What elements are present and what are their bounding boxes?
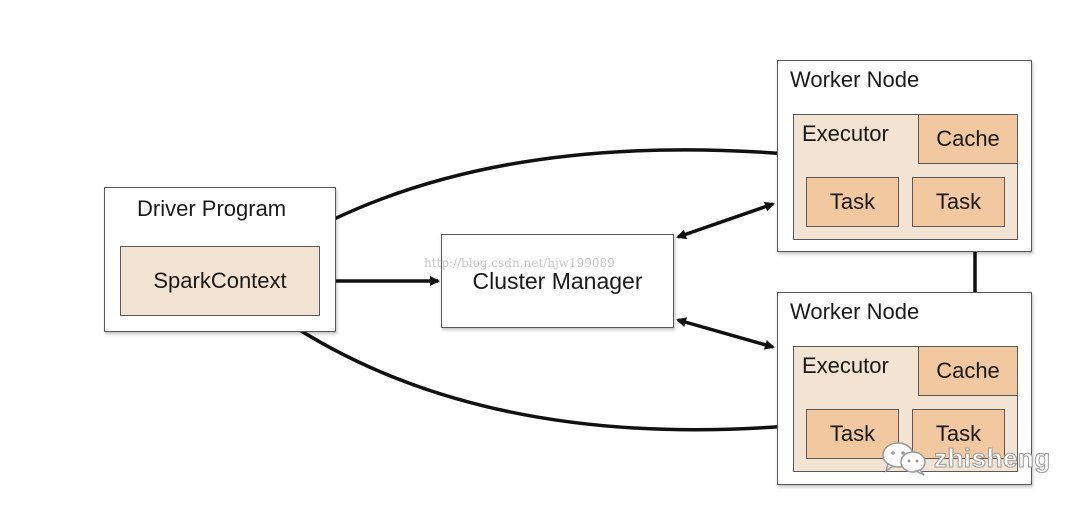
worker-node-2: Worker Node Executor Cache Task Task [777, 292, 1032, 485]
watermark-brand-label: zhisheng [934, 442, 1051, 473]
worker-node-2-title: Worker Node [790, 299, 920, 324]
watermark-brand: zhisheng [880, 440, 1051, 476]
worker-node-2-task-2: Task [912, 409, 1005, 459]
watermark-url: http://blog.csdn.net/hjw199089 [424, 256, 615, 270]
worker-node-1-task-2-label: Task [935, 189, 982, 214]
worker-node-1: Worker Node Executor Cache Task Task [777, 60, 1032, 252]
worker-node-2-task-2-label: Task [935, 421, 982, 446]
worker-node-2-executor: Executor Cache Task Task [793, 346, 1018, 472]
arrow-driver-worker2 [282, 318, 790, 432]
cluster-manager-label: Cluster Manager [472, 267, 643, 294]
worker-node-1-task-1-label: Task [829, 189, 876, 214]
worker-node-1-task-1: Task [806, 177, 899, 227]
arrow-cluster-worker1 [676, 201, 775, 240]
wechat-icon [882, 442, 926, 476]
arrow-cluster-worker2 [676, 317, 775, 350]
worker-node-1-task-2: Task [912, 177, 1005, 227]
driver-program-title: Driver Program [137, 196, 287, 221]
worker-node-1-cache: Cache [918, 114, 1018, 164]
worker-node-1-title: Worker Node [790, 67, 920, 92]
worker-node-2-cache-label: Cache [936, 358, 1000, 383]
spark-context-label: SparkContext [153, 268, 287, 293]
worker-node-1-executor-label: Executor [802, 121, 889, 146]
worker-node-2-executor-label: Executor [802, 353, 889, 378]
worker-node-2-task-1-label: Task [829, 421, 876, 446]
worker-node-1-executor: Executor Cache Task Task [793, 114, 1018, 240]
worker-node-2-cache: Cache [918, 346, 1018, 396]
arrow-driver-worker1 [285, 148, 790, 246]
cluster-manager-box: Cluster Manager [441, 234, 674, 328]
worker-node-1-cache-label: Cache [936, 126, 1000, 151]
driver-program-box: Driver Program SparkContext [104, 187, 336, 332]
spark-context-box: SparkContext [120, 246, 320, 316]
